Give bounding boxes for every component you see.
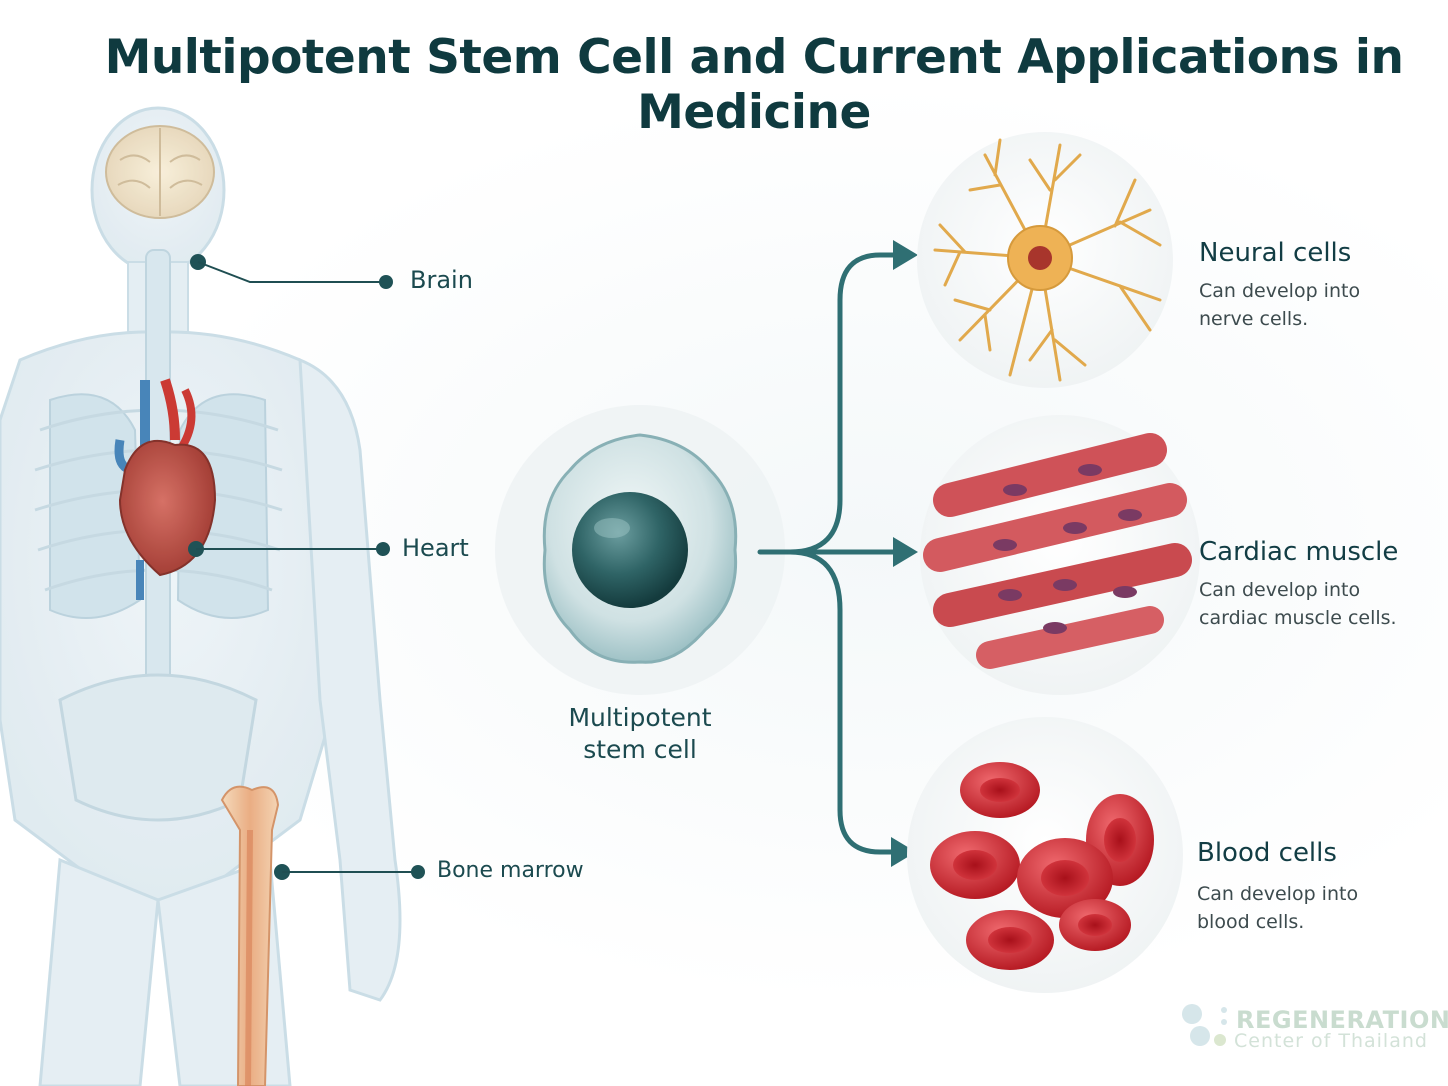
stem-cell-icon bbox=[495, 405, 785, 695]
output-desc-neural-line2: nerve cells. bbox=[1199, 308, 1309, 330]
output-desc-cardiac-line1: Can develop into bbox=[1199, 579, 1361, 601]
output-desc-blood: Can develop into blood cells. bbox=[1197, 880, 1417, 936]
label-heart: Heart bbox=[402, 534, 469, 562]
bone-icon bbox=[220, 785, 280, 1086]
neuron-icon bbox=[917, 132, 1173, 388]
label-brain: Brain bbox=[410, 266, 473, 294]
output-title-blood: Blood cells bbox=[1197, 838, 1337, 868]
label-bone-marrow: Bone marrow bbox=[437, 858, 584, 883]
output-desc-blood-line1: Can develop into bbox=[1197, 883, 1359, 905]
muscle-fiber-icon bbox=[920, 415, 1200, 695]
regeneration-logo: REGENERATION Center of Thailand bbox=[1180, 1004, 1448, 1054]
red-blood-cell-icon bbox=[907, 717, 1183, 993]
output-desc-neural: Can develop into nerve cells. bbox=[1199, 277, 1419, 333]
body-leader-lines bbox=[188, 254, 425, 880]
stem-cell-label-line2: stem cell bbox=[583, 735, 697, 764]
branch-connectors bbox=[757, 252, 898, 855]
human-body-figure bbox=[0, 106, 402, 1086]
logo-line2: Center of Thailand bbox=[1234, 1030, 1428, 1052]
brain-icon bbox=[105, 125, 215, 219]
heart-icon bbox=[114, 378, 217, 600]
output-desc-cardiac-line2: cardiac muscle cells. bbox=[1199, 607, 1397, 629]
output-title-neural: Neural cells bbox=[1199, 238, 1352, 268]
output-title-cardiac: Cardiac muscle bbox=[1199, 537, 1399, 567]
connector-arrowheads bbox=[891, 240, 918, 867]
logo-mark-icon bbox=[1182, 1004, 1227, 1046]
output-desc-cardiac: Can develop into cardiac muscle cells. bbox=[1199, 576, 1419, 632]
stem-cell-label: Multipotent stem cell bbox=[540, 702, 740, 766]
output-desc-neural-line1: Can develop into bbox=[1199, 280, 1361, 302]
page-title: Multipotent Stem Cell and Current Applic… bbox=[104, 30, 1404, 140]
stem-cell-label-line1: Multipotent bbox=[568, 703, 712, 732]
logo-line1: REGENERATION bbox=[1236, 1006, 1448, 1034]
output-desc-blood-line2: blood cells. bbox=[1197, 911, 1305, 933]
